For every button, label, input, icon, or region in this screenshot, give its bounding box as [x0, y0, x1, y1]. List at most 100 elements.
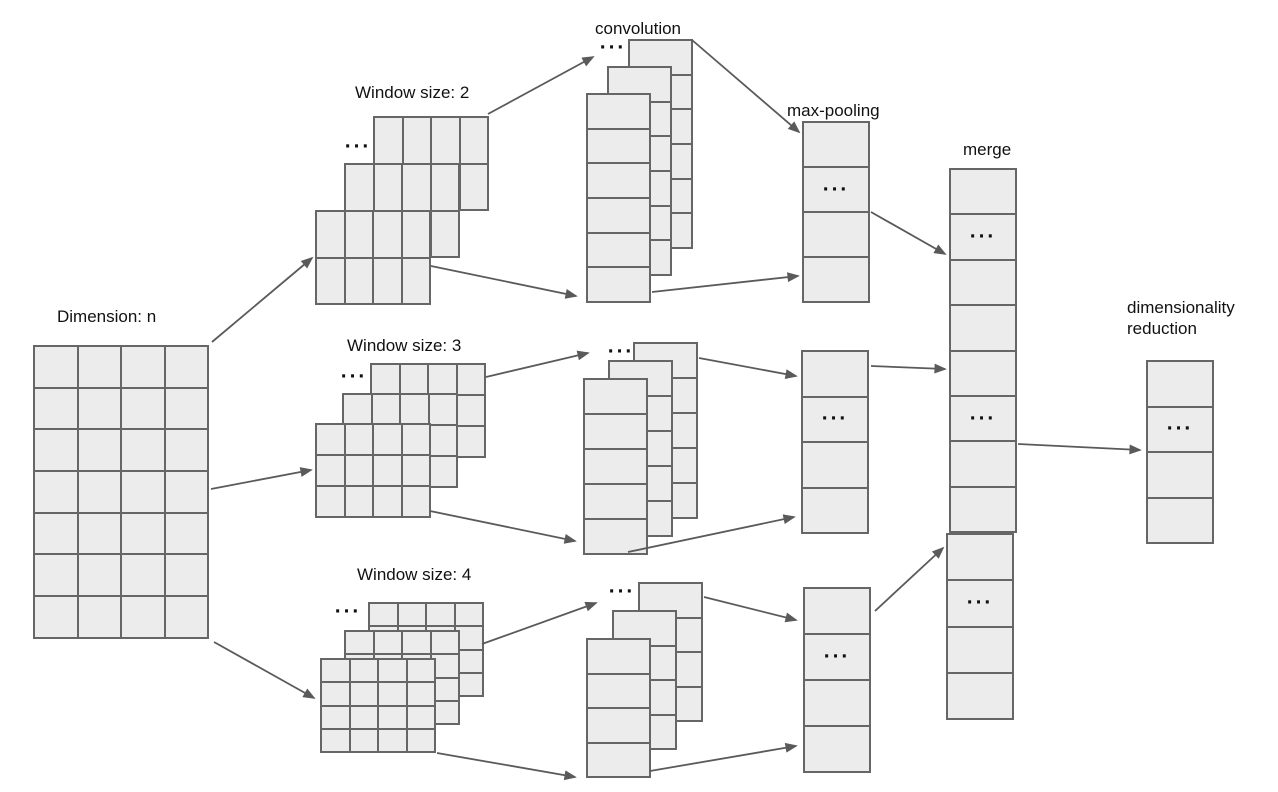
cell	[379, 683, 406, 705]
cell	[317, 487, 344, 516]
cell	[122, 430, 164, 471]
cell	[402, 456, 429, 485]
cell	[122, 597, 164, 637]
cell	[165, 555, 207, 596]
arrow-conv-4-to-pool-top	[703, 596, 798, 623]
cell	[804, 258, 868, 301]
cell	[372, 395, 399, 424]
arrow-window-2-to-conv-bottom	[430, 265, 578, 299]
cell	[345, 258, 372, 303]
cell	[585, 450, 646, 483]
cell	[122, 347, 164, 387]
cell	[78, 472, 120, 512]
cell	[322, 729, 349, 751]
cell	[35, 472, 77, 512]
cell	[951, 442, 1015, 486]
cell	[78, 597, 120, 637]
cell	[322, 660, 349, 682]
arrow-window-4-to-conv-top	[481, 601, 598, 645]
cell	[122, 388, 164, 429]
cell	[429, 457, 456, 486]
cell	[1148, 453, 1212, 497]
cell	[374, 632, 401, 654]
cell	[455, 604, 482, 626]
cell	[401, 395, 428, 424]
cell: ...	[803, 397, 867, 441]
cell	[374, 425, 401, 454]
cell	[407, 706, 434, 728]
cell-ellipsis: ...	[966, 586, 994, 610]
cell	[35, 388, 77, 429]
cell	[350, 683, 377, 705]
cell	[165, 347, 207, 387]
conv-4-stack-layer-3	[586, 638, 651, 778]
cell-ellipsis: ...	[1166, 411, 1194, 435]
cell	[402, 212, 429, 257]
window-2-ellipsis: ...	[344, 129, 372, 153]
cell	[455, 673, 482, 695]
cell	[588, 95, 649, 128]
cell	[431, 701, 458, 723]
cell	[460, 118, 487, 163]
window-4-stack-layer-3	[320, 658, 436, 753]
cell	[317, 456, 344, 485]
cell: ...	[951, 215, 1015, 259]
cell	[375, 118, 402, 163]
arrow-merge-to-reduction	[1017, 443, 1142, 455]
cell	[457, 427, 484, 456]
cell	[429, 426, 456, 455]
cell	[345, 425, 372, 454]
cell	[429, 365, 456, 394]
arrow-pool-3-to-merge	[870, 363, 947, 374]
cell	[585, 380, 646, 413]
cell	[165, 472, 207, 512]
cell	[588, 640, 649, 673]
arrow-window-4-to-conv-bottom	[436, 752, 577, 781]
cell	[165, 430, 207, 471]
cell	[78, 347, 120, 387]
cell	[346, 165, 373, 210]
max-pooling-3-column: ...	[801, 350, 869, 534]
window-2-stack-layer-3	[315, 210, 431, 305]
cell	[948, 673, 1012, 718]
cell	[398, 604, 425, 626]
arrow-window-3-to-conv-bottom	[429, 510, 577, 544]
arrow-pool-2-to-merge	[870, 211, 947, 255]
window-3-stack-layer-3	[315, 423, 431, 518]
max-pooling-4-column: ...	[803, 587, 871, 773]
cell	[804, 213, 868, 256]
cell	[455, 627, 482, 649]
cell	[346, 632, 373, 654]
cell	[588, 743, 649, 776]
max-pooling-2-column: ...	[802, 121, 870, 303]
cell	[1148, 362, 1212, 406]
cell	[165, 388, 207, 429]
dimension-label: Dimension: n	[57, 307, 157, 326]
cell: ...	[804, 168, 868, 211]
cell	[35, 347, 77, 387]
cell-ellipsis: ...	[822, 172, 850, 196]
arrow-input-to-window-2	[211, 256, 314, 343]
cell	[374, 258, 401, 303]
cell	[122, 555, 164, 596]
cell	[948, 535, 1012, 580]
cell	[78, 555, 120, 596]
cell	[431, 678, 458, 700]
arrow-conv-3-to-pool-top	[698, 357, 798, 379]
cell	[805, 727, 869, 771]
cell	[1148, 498, 1212, 542]
cell	[317, 212, 344, 257]
arrow-pool-4-to-merge	[874, 546, 945, 612]
arrow-input-to-window-3	[210, 467, 313, 490]
cell	[350, 660, 377, 682]
cell	[407, 683, 434, 705]
cell-ellipsis: ...	[821, 401, 849, 425]
cell: ...	[951, 396, 1015, 441]
cell: ...	[805, 635, 869, 679]
cell-ellipsis: ...	[969, 219, 997, 243]
cell	[431, 211, 458, 256]
conv-4-ellipsis: ...	[608, 574, 636, 598]
cell	[374, 165, 401, 210]
cell	[379, 706, 406, 728]
